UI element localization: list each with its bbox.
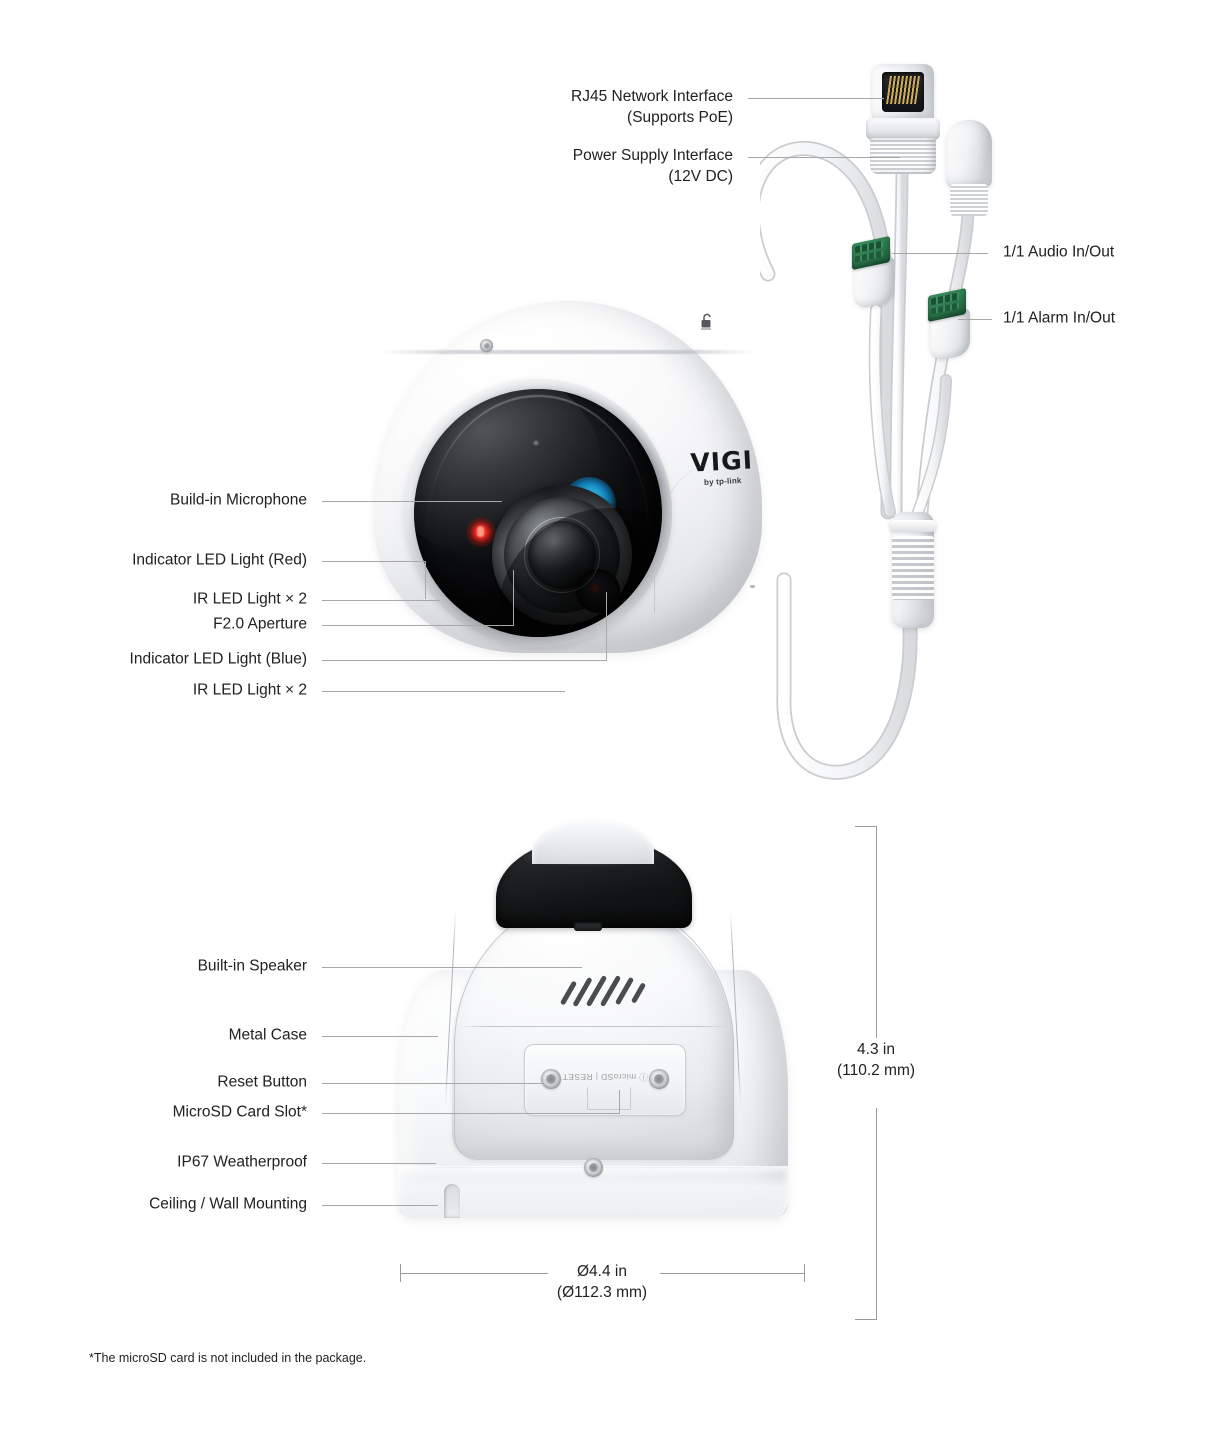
glass-highlight: [428, 395, 648, 527]
leader-line-microsd: [322, 1113, 620, 1114]
callout-microsd-slot: MicroSD Card Slot*: [172, 1103, 307, 1121]
dim-width-cap-right: [804, 1264, 805, 1282]
leader-line-ir-top: [322, 600, 440, 601]
callout-power-line1: Power Supply Interface: [572, 147, 733, 165]
leader-line-microphone: [322, 501, 502, 502]
dim-height-label: 4.3 in (110.2 mm): [837, 1040, 915, 1082]
leader-line-alarm: [958, 319, 992, 320]
callout-alarm: 1/1 Alarm In/Out: [1003, 309, 1115, 327]
callout-rj45-line2: (Supports PoE): [627, 109, 733, 126]
callout-mounting: Ceiling / Wall Mounting: [149, 1195, 307, 1213]
callout-led-blue: Indicator LED Light (Blue): [129, 650, 307, 668]
microsd-slot-outline: [587, 1087, 631, 1110]
dim-diameter-metric: (Ø112.3 mm): [556, 1283, 648, 1301]
callout-power-line2: (12V DC): [668, 168, 733, 185]
callout-aperture: F2.0 Aperture: [213, 615, 307, 633]
inner-body-outline: [454, 896, 734, 1161]
dome-highlight: [516, 848, 666, 864]
housing-vent-dot: [750, 585, 755, 588]
callout-speaker: Built-in Speaker: [197, 957, 307, 975]
callout-power: Power Supply Interface (12V DC): [573, 146, 733, 188]
leader-line-metal-case: [322, 1036, 438, 1037]
callout-ir-led-top: IR LED Light × 2: [192, 590, 307, 608]
dim-height-metric: (110.2 mm): [836, 1061, 916, 1079]
rear-dome-shroud: [496, 818, 692, 928]
callout-rj45: RJ45 Network Interface (Supports PoE): [571, 87, 733, 129]
dim-height-cap-bottom: [855, 1319, 877, 1320]
rj45-gold-pins: [886, 76, 920, 104]
leader-line-led-red: [322, 561, 426, 562]
unlock-padlock-icon: [700, 313, 714, 330]
leader-elbow-aperture: [513, 570, 514, 626]
lens-highlight-ring: [524, 517, 600, 593]
red-indicator-led: [466, 517, 496, 547]
leader-line-rj45: [748, 98, 884, 99]
leader-elbow-microsd: [619, 1090, 620, 1114]
callout-microphone: Build-in Microphone: [170, 491, 307, 509]
housing-screw-icon: [480, 339, 493, 352]
rj45-port: [882, 72, 924, 112]
leader-line-aperture: [322, 625, 514, 626]
dome-glass: [414, 389, 662, 637]
footnote: *The microSD card is not included in the…: [89, 1351, 367, 1365]
power-connector-cap: [946, 120, 992, 188]
leader-line-speaker: [322, 967, 582, 968]
leader-elbow-led-red: [425, 561, 426, 599]
reset-microsd-marking: ⓘ microSD | RESET: [562, 1072, 648, 1082]
callout-ir-led-bottom: IR LED Light × 2: [192, 681, 307, 699]
callout-reset-button: Reset Button: [217, 1073, 307, 1091]
plate-screw-left-icon: [541, 1069, 561, 1089]
dome-top-cover: [532, 818, 654, 864]
cable-entry-notch: [444, 1184, 460, 1218]
speaker-grille: [559, 974, 650, 1012]
plate-screw-right-icon: [649, 1069, 669, 1089]
dim-width-cap-left: [400, 1264, 401, 1282]
rj45-threaded-sleeve: [870, 138, 936, 174]
callout-audio: 1/1 Audio In/Out: [1003, 243, 1115, 261]
leader-line-ip67: [322, 1163, 436, 1164]
rj45-connector: [872, 64, 934, 122]
dim-width-line-left: [400, 1273, 548, 1274]
leader-line-led-blue: [322, 660, 607, 661]
callout-ip67: IP67 Weatherproof: [177, 1153, 307, 1171]
cable-assembly-image: [760, 60, 1040, 800]
microphone-hole: [534, 441, 538, 445]
top-vent-slot: [574, 922, 602, 931]
callout-led-red: Indicator LED Light (Red): [132, 551, 307, 569]
dim-diameter-imperial: Ø4.4 in: [577, 1263, 627, 1280]
lens-aperture: [576, 569, 620, 613]
dim-height-imperial: 4.3 in: [857, 1041, 895, 1058]
callout-metal-case: Metal Case: [228, 1026, 307, 1044]
cable-junction-sleeve: [889, 512, 937, 628]
lens-ring-outer: [504, 497, 620, 613]
dim-diameter-label: Ø4.4 in (Ø112.3 mm): [557, 1262, 647, 1304]
dim-height-line-top: [876, 826, 877, 1038]
dim-height-cap-top: [855, 826, 877, 827]
camera-front-view-image: VIGI by tp-link: [368, 283, 768, 723]
body-horizontal-seam: [458, 1026, 728, 1027]
rj45-collar: [866, 118, 940, 140]
leader-line-mounting: [322, 1205, 438, 1206]
dim-height-line-bottom: [876, 1108, 877, 1320]
leader-line-reset: [322, 1083, 544, 1084]
base-screw-icon: [584, 1158, 603, 1177]
callout-rj45-line1: RJ45 Network Interface: [571, 88, 733, 106]
reset-microsd-cover-plate: ⓘ microSD | RESET: [524, 1044, 686, 1116]
dim-width-line-right: [660, 1273, 805, 1274]
leader-line-power: [748, 157, 900, 158]
leader-line-audio: [892, 253, 988, 254]
camera-rear-view-image: ⓘ microSD | RESET: [398, 818, 788, 1262]
leader-line-ir-bottom: [322, 691, 565, 692]
leader-elbow-led-blue: [606, 592, 607, 661]
power-connector-sleeve: [950, 184, 988, 216]
